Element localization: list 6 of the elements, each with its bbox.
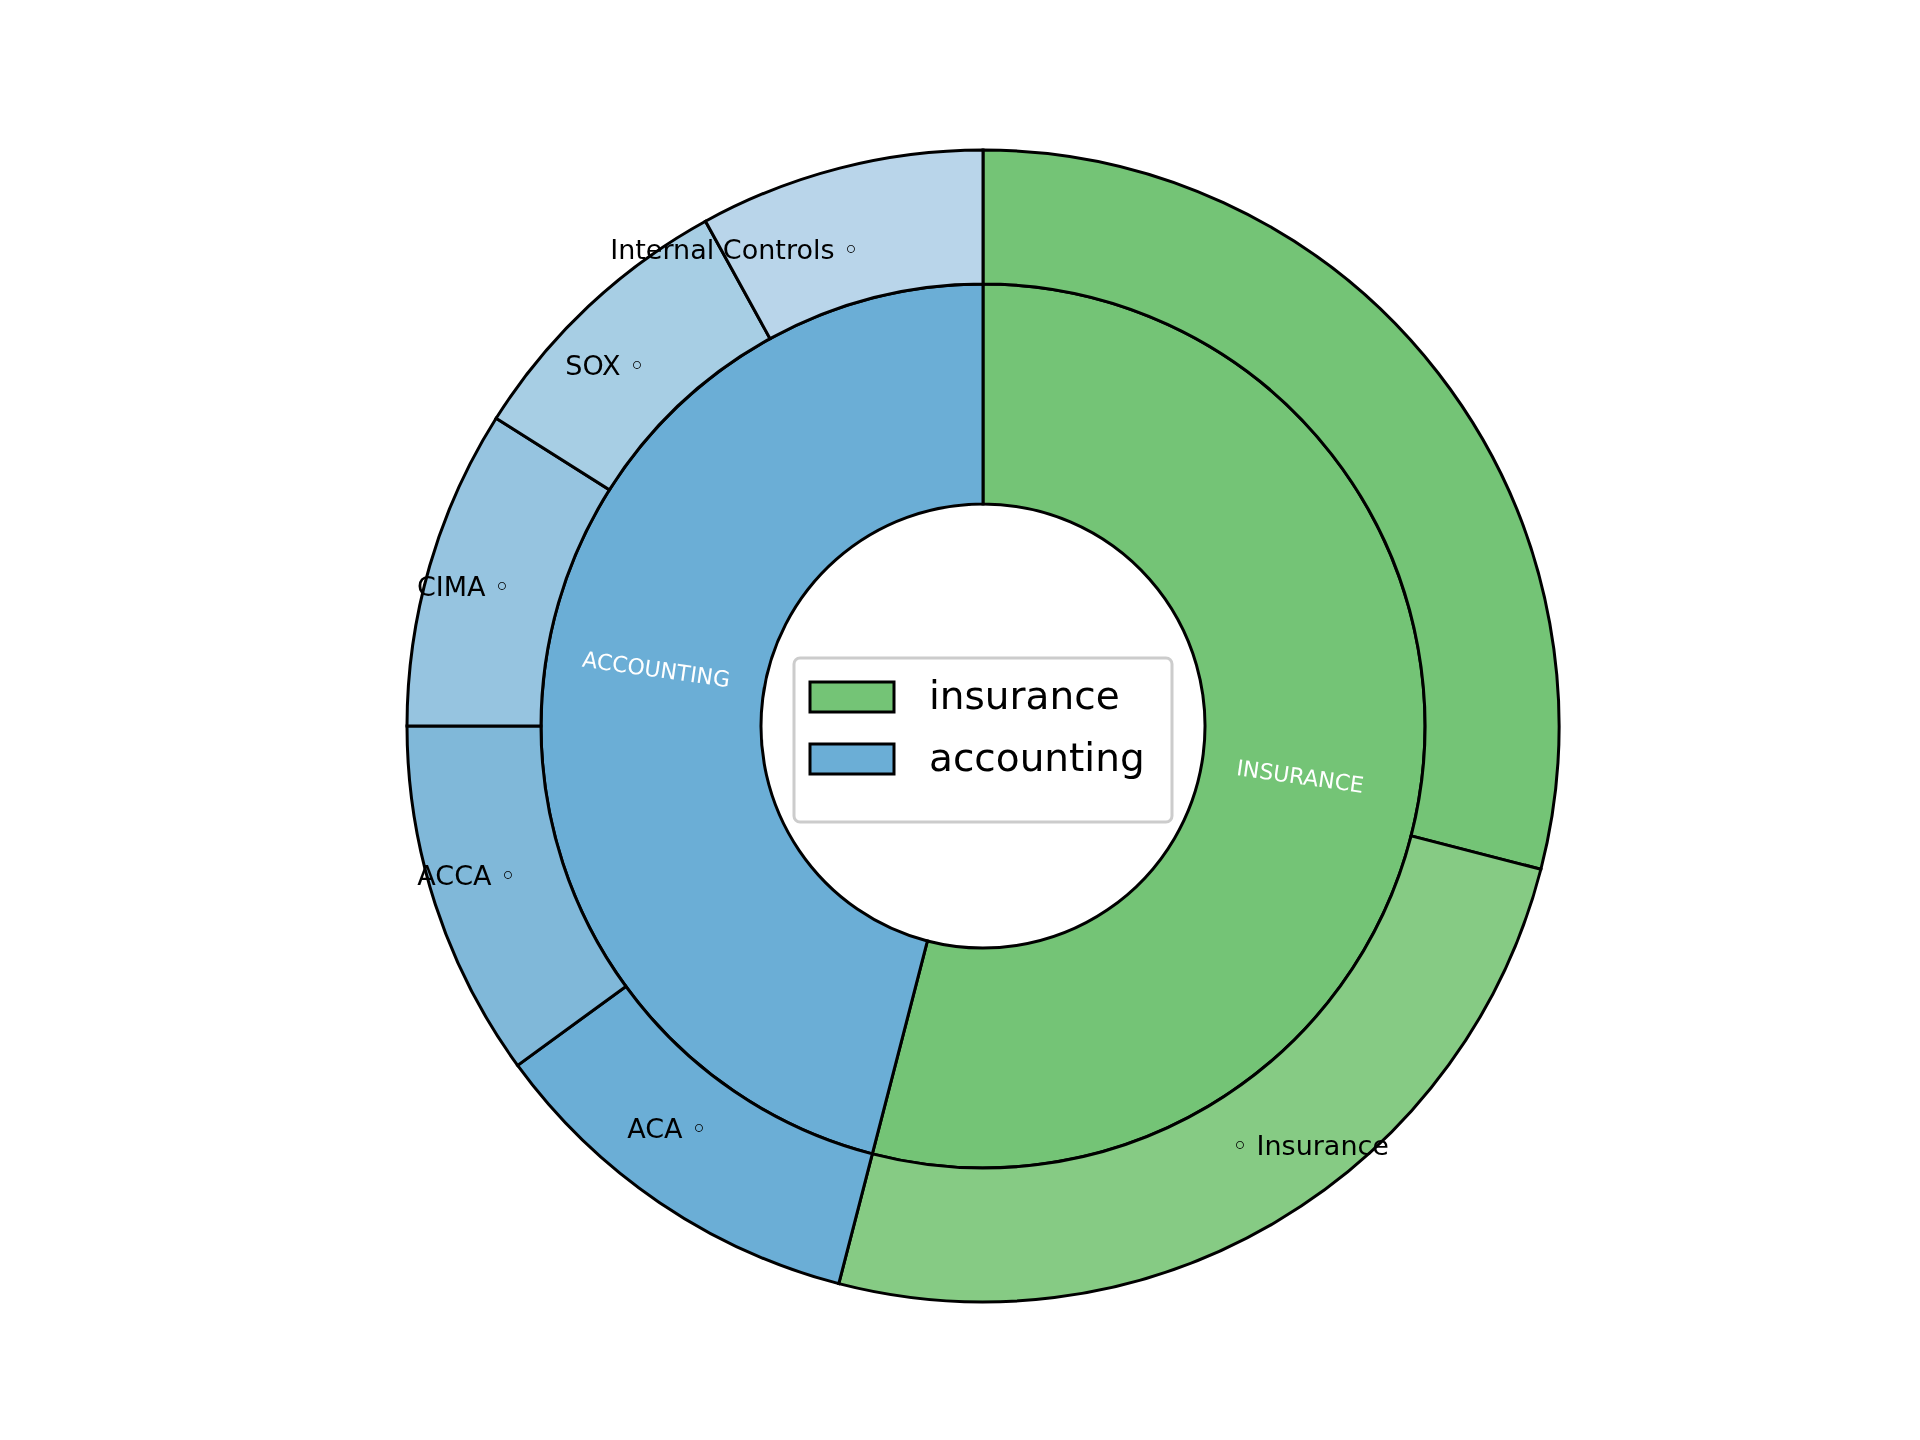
- legend-label: insurance: [929, 672, 1120, 718]
- segment-label: SOX ◦: [565, 349, 645, 381]
- legend-label: accounting: [929, 734, 1145, 780]
- segment-label: ACA ◦: [627, 1112, 707, 1144]
- segment-label: ACCOUNTING: [580, 646, 732, 693]
- segment-label: INSURANCE: [1235, 755, 1366, 798]
